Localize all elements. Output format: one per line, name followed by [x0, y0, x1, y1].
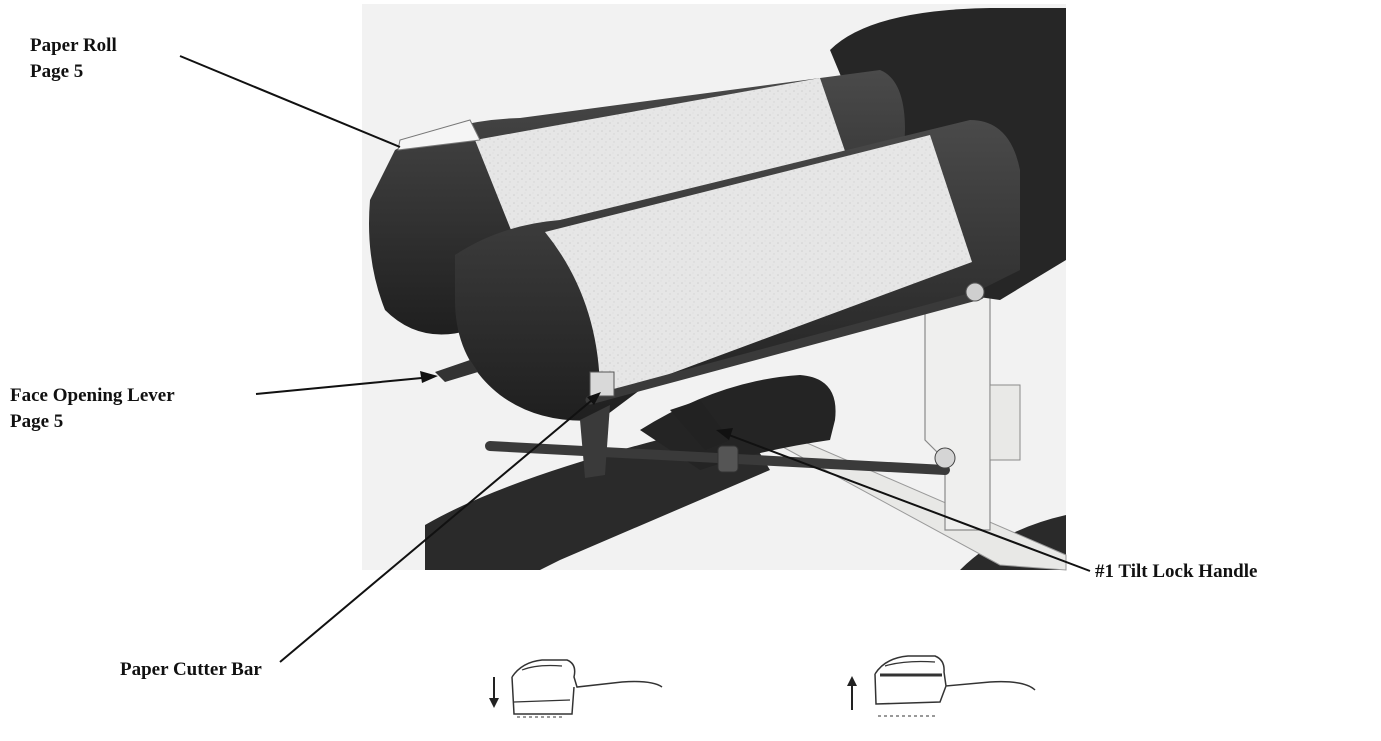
label-tilt-lock-handle: #1 Tilt Lock Handle: [1095, 561, 1258, 582]
face-lever-shape: [435, 360, 478, 382]
cutter-bar-rod: [585, 290, 985, 405]
rod-collar: [717, 445, 739, 473]
up-arrow-icon: [847, 676, 857, 710]
post-bracket: [989, 384, 1021, 461]
callout-arrow-tilt: [716, 428, 733, 440]
tilt-down-outline: [511, 659, 663, 715]
down-arrow-icon: [489, 677, 499, 708]
callout-arrow-face-lever: [420, 371, 438, 383]
paper-right: [545, 135, 972, 395]
label-paper-cutter-bar: Paper Cutter Bar: [120, 659, 262, 680]
chest-pad: [640, 375, 836, 470]
label-face-opening-lever-page: Page 5: [10, 411, 64, 432]
label-face-opening-lever: Face Opening Lever Page 5: [10, 383, 175, 435]
paper-roll: [397, 119, 481, 151]
rod-knob: [934, 447, 956, 469]
knob-right: [965, 282, 985, 302]
callout-line-cutter: [279, 394, 599, 663]
label-face-opening-lever-title: Face Opening Lever: [10, 385, 175, 406]
callout-line-face-lever: [255, 376, 433, 395]
label-paper-roll-title: Paper Roll: [30, 35, 117, 56]
cutter-bar-clamp: [589, 371, 615, 397]
callout-line-paper-roll: [179, 55, 401, 148]
label-paper-roll-page: Page 5: [30, 61, 84, 82]
label-paper-roll: Paper Roll Page 5: [30, 33, 117, 85]
tilt-up-outline: [874, 655, 1036, 705]
tilt-up-diagram: [847, 655, 1036, 717]
lever-arm: [580, 405, 610, 478]
callout-arrow-cutter: [587, 392, 601, 405]
callout-line-tilt: [720, 431, 1091, 572]
tilt-down-diagram: [489, 659, 663, 718]
tilt-lock-handle-shape: [670, 400, 730, 450]
